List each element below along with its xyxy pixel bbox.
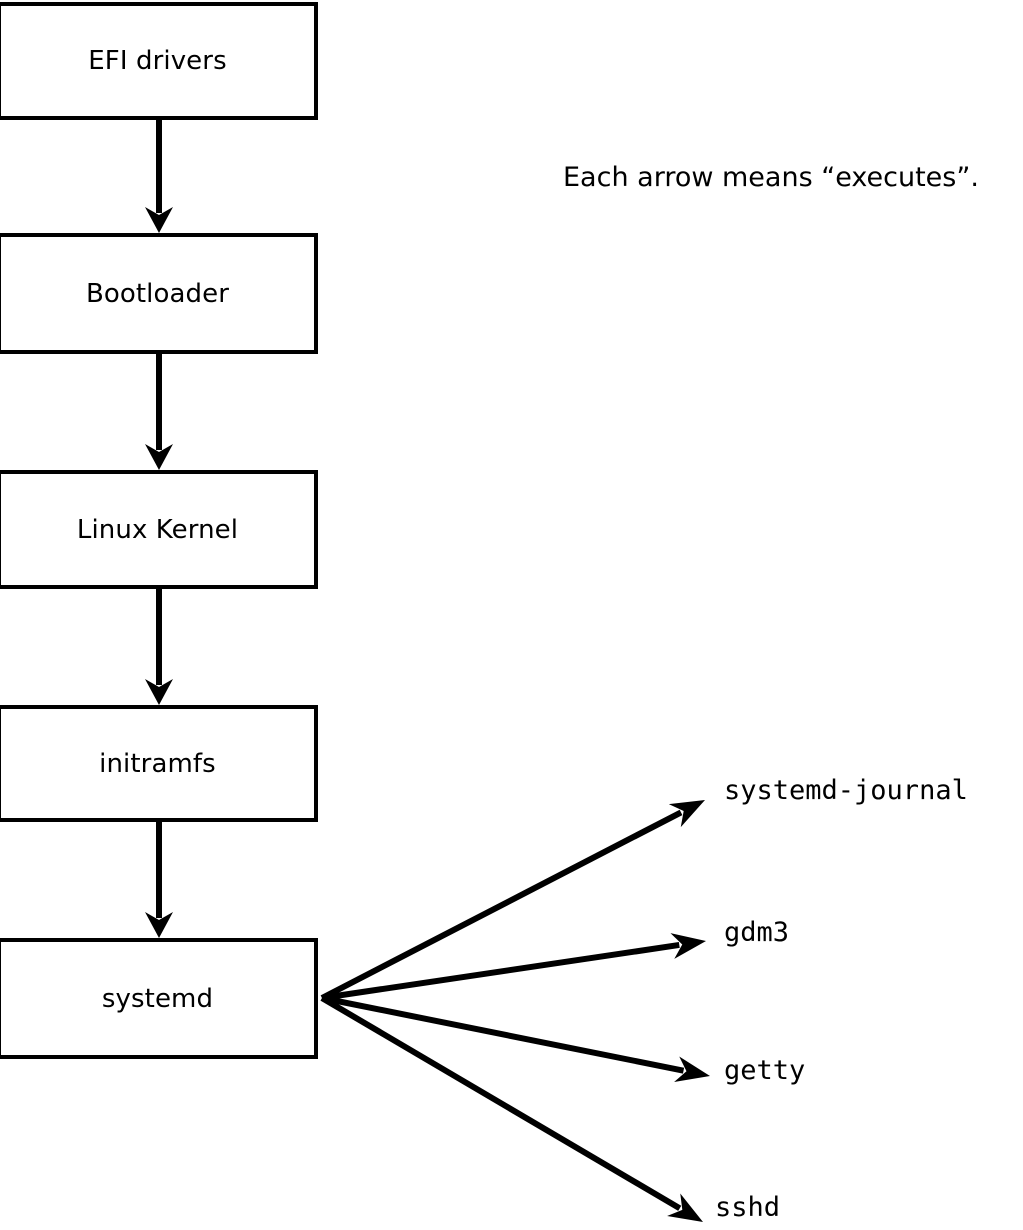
stage-box-linux-kernel[interactable]: Linux Kernel (0, 470, 318, 589)
fanout-arrow-shaft-systemd-journal (320, 809, 683, 1001)
stage-label-efi-drivers: EFI drivers (88, 46, 227, 76)
chain-arrow-head-initramfs-to-systemd (145, 912, 173, 938)
fanout-arrow-head-sshd (667, 1193, 703, 1222)
chain-arrow-head-efi-drivers-to-bootloader (145, 207, 173, 233)
fanout-arrow-head-gdm3 (670, 933, 706, 959)
service-label-systemd-journal[interactable]: systemd-journal (724, 775, 968, 806)
service-label-getty[interactable]: getty (724, 1055, 806, 1086)
arrow-legend-note: Each arrow means “executes”. (563, 162, 979, 193)
fanout-arrow-head-systemd-journal (668, 800, 705, 828)
stage-label-bootloader: Bootloader (85, 278, 230, 309)
fanout-arrow-head-getty (674, 1056, 710, 1083)
chain-arrow-head-bootloader-to-linux-kernel (145, 444, 173, 470)
stage-label-systemd: systemd (101, 983, 214, 1014)
service-label-sshd[interactable]: sshd (715, 1192, 781, 1223)
fanout-arrow-shaft-sshd (320, 995, 682, 1211)
stage-box-efi-drivers[interactable]: EFI drivers (0, 2, 318, 120)
stage-box-bootloader[interactable]: Bootloader (0, 233, 318, 354)
fanout-arrow-shaft-gdm3 (321, 941, 680, 1001)
stage-label-linux-kernel: Linux Kernel (76, 514, 239, 545)
fanout-arrow-shaft-getty (321, 995, 685, 1074)
stage-label-initramfs: initramfs (99, 748, 216, 779)
chain-arrow-head-linux-kernel-to-initramfs (145, 679, 173, 705)
stage-box-initramfs[interactable]: initramfs (0, 705, 318, 822)
service-label-gdm3[interactable]: gdm3 (724, 917, 790, 948)
stage-box-systemd[interactable]: systemd (0, 938, 318, 1059)
